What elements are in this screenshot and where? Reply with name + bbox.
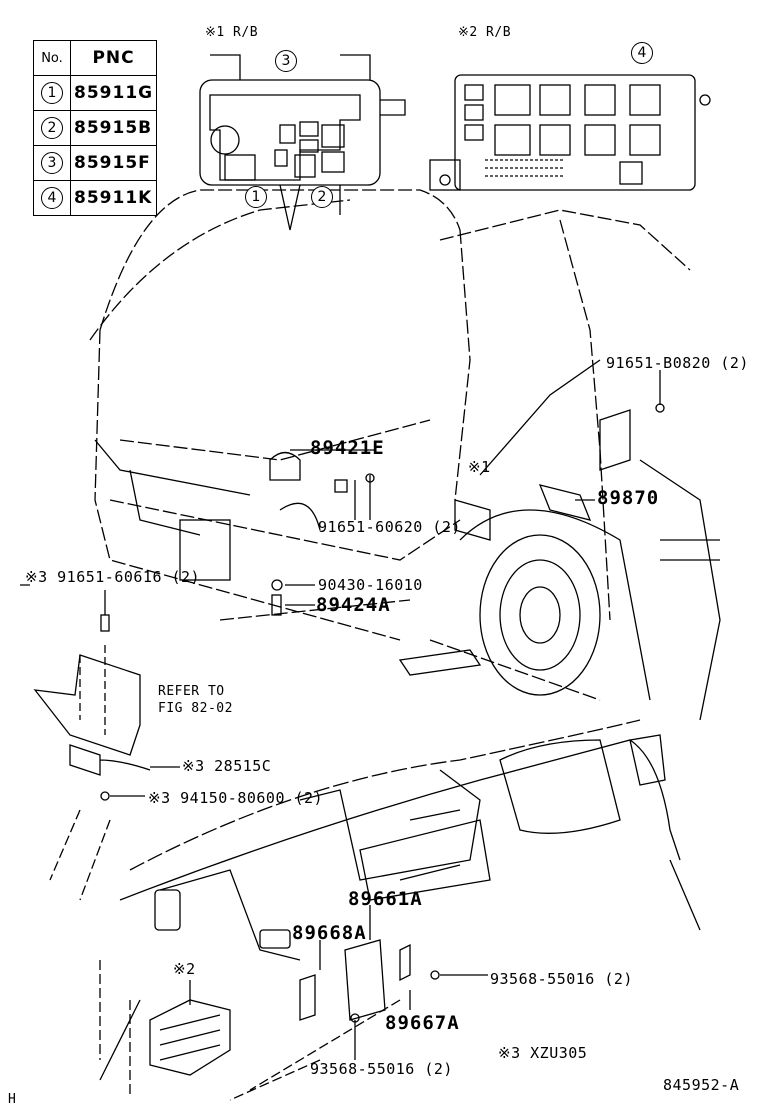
label-89668a: 89668A (292, 922, 367, 944)
row-pnc: 85915F (69, 145, 158, 181)
ecu-assembly (299, 905, 488, 1060)
label-93568-55016-bottom: 93568-55016 (2) (310, 1060, 453, 1078)
relay-block-1-label: ※1 R/B (205, 25, 259, 40)
label-91651-60620: 91651-60620 (2) (318, 518, 461, 536)
callout-2: 2 (311, 186, 333, 208)
row-pnc: 85915B (69, 110, 158, 146)
row-pnc: 85911K (69, 180, 158, 216)
label-89421e: 89421E (310, 437, 385, 459)
row-pnc: 85911G (69, 75, 158, 111)
fuse-block-lower (149, 980, 231, 1076)
label-89424a: 89424A (316, 594, 391, 616)
table-row: 4 85911K (33, 180, 158, 216)
header-no: No. (33, 40, 71, 76)
relay-block-2 (429, 74, 711, 191)
label-89870: 89870 (597, 487, 660, 509)
label-note-2: ※2 (173, 960, 196, 978)
figure-id: 845952-A (663, 1076, 740, 1094)
label-28515c: ※3 28515C (182, 757, 272, 775)
label-93568-55016-right: 93568-55016 (2) (490, 970, 633, 988)
truck-body-detail (94, 409, 721, 721)
corner-mark: H (8, 1092, 17, 1107)
row-number: 2 (41, 117, 63, 139)
row-number: 1 (41, 82, 63, 104)
label-89667a: 89667A (385, 1012, 460, 1034)
label-model-note: ※3 XZU305 (498, 1044, 588, 1062)
header-pnc: PNC (69, 40, 158, 76)
pnc-table: No. PNC 1 85911G 2 85915B 3 85915F 4 859… (33, 40, 158, 216)
label-91651-60616: ※3 91651-60616 (2) (25, 568, 201, 586)
callout-1: 1 (245, 186, 267, 208)
callout-3: 3 (275, 50, 297, 72)
label-note-1: ※1 (468, 458, 491, 476)
callout-4: 4 (631, 42, 653, 64)
label-89661a: 89661A (348, 888, 423, 910)
relay-block-2-label: ※2 R/B (458, 25, 512, 40)
table-row: 1 85911G (33, 75, 158, 111)
row-number: 3 (41, 152, 63, 174)
label-91651-b0820: 91651-B0820 (2) (606, 354, 749, 372)
relay-block-1 (199, 54, 406, 231)
label-90430-16010: 90430-16010 (318, 576, 423, 594)
label-refer-to: REFER TO (158, 684, 225, 699)
row-number: 4 (41, 187, 63, 209)
leader-lines (20, 359, 665, 632)
table-row: 2 85915B (33, 110, 158, 146)
label-fig-ref: FIG 82-02 (158, 701, 233, 716)
table-row: 3 85915F (33, 145, 158, 181)
bracket-assembly (33, 645, 180, 901)
label-94150-80600: ※3 94150-80600 (2) (148, 789, 324, 807)
table-header-row: No. PNC (33, 40, 158, 76)
instrument-panel (99, 719, 701, 1101)
